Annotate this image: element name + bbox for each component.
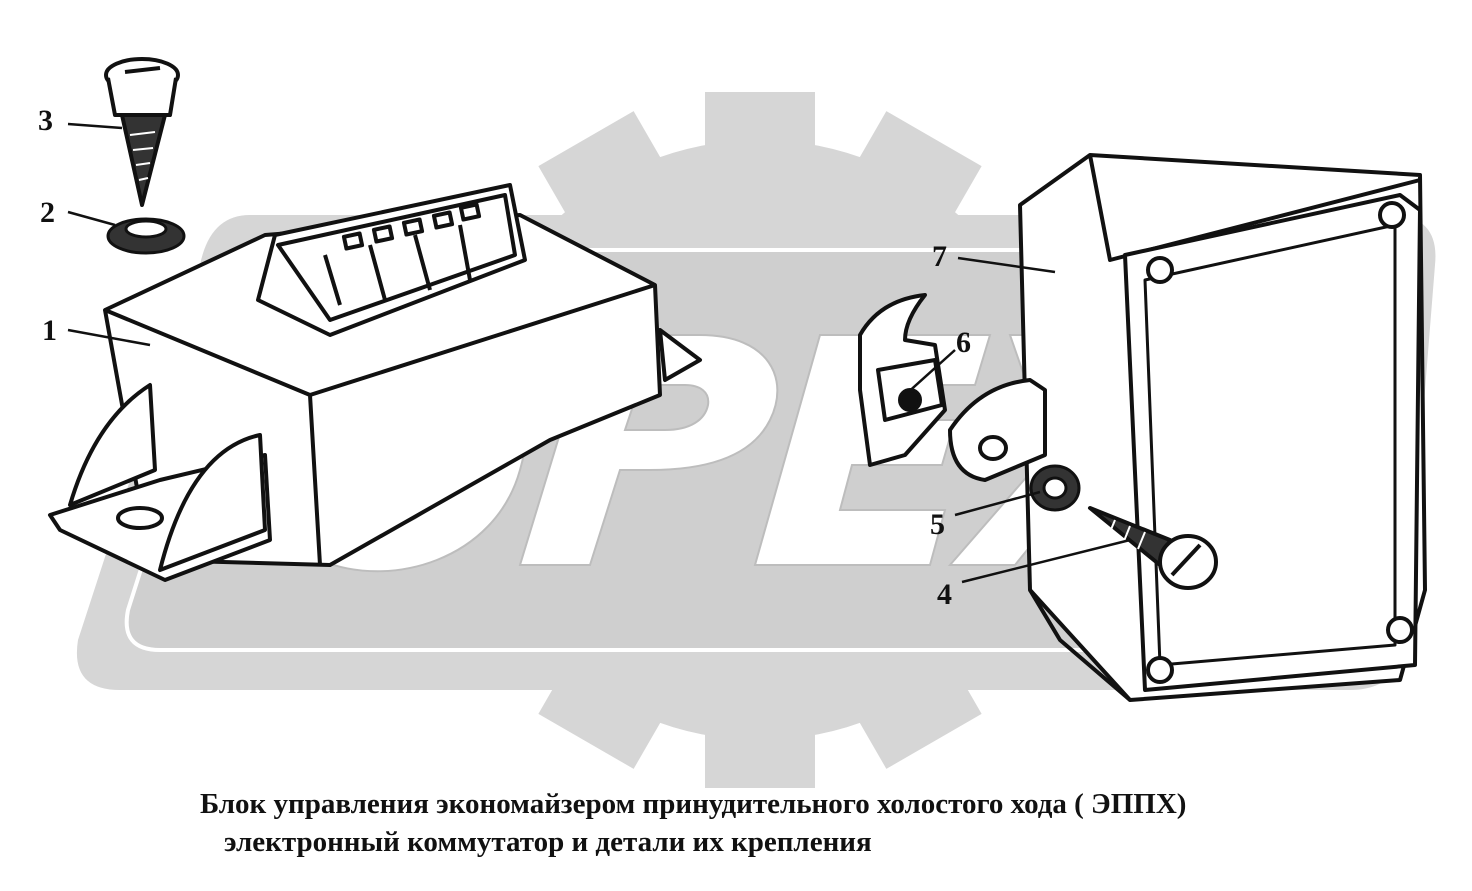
part-3-screw: [104, 57, 180, 207]
callout-2: 2: [40, 196, 55, 229]
callout-3: 3: [38, 104, 53, 137]
leader-lines: [67, 122, 1131, 584]
leader-line-5: [954, 490, 1041, 517]
callout-6: 6: [956, 326, 971, 359]
leader-line-1: [67, 328, 151, 347]
part-5-washer: [1029, 464, 1081, 512]
caption-line-2: электронный коммутатор и детали их крепл…: [224, 826, 872, 858]
callout-5: 5: [930, 508, 945, 541]
part-2-washer: [106, 217, 186, 255]
callout-1: 1: [42, 314, 57, 347]
leader-line-4: [961, 538, 1131, 584]
part-1-control-unit: [48, 183, 702, 582]
caption-line-1: Блок управления экономайзером принудител…: [200, 788, 1187, 820]
leader-line-6: [904, 349, 956, 396]
callout-7: 7: [932, 240, 947, 273]
leader-line-2: [67, 210, 116, 227]
leader-line-3: [67, 122, 123, 130]
part-4-screw: [1088, 506, 1218, 590]
leader-line-7: [957, 256, 1056, 274]
callout-4: 4: [937, 578, 952, 611]
